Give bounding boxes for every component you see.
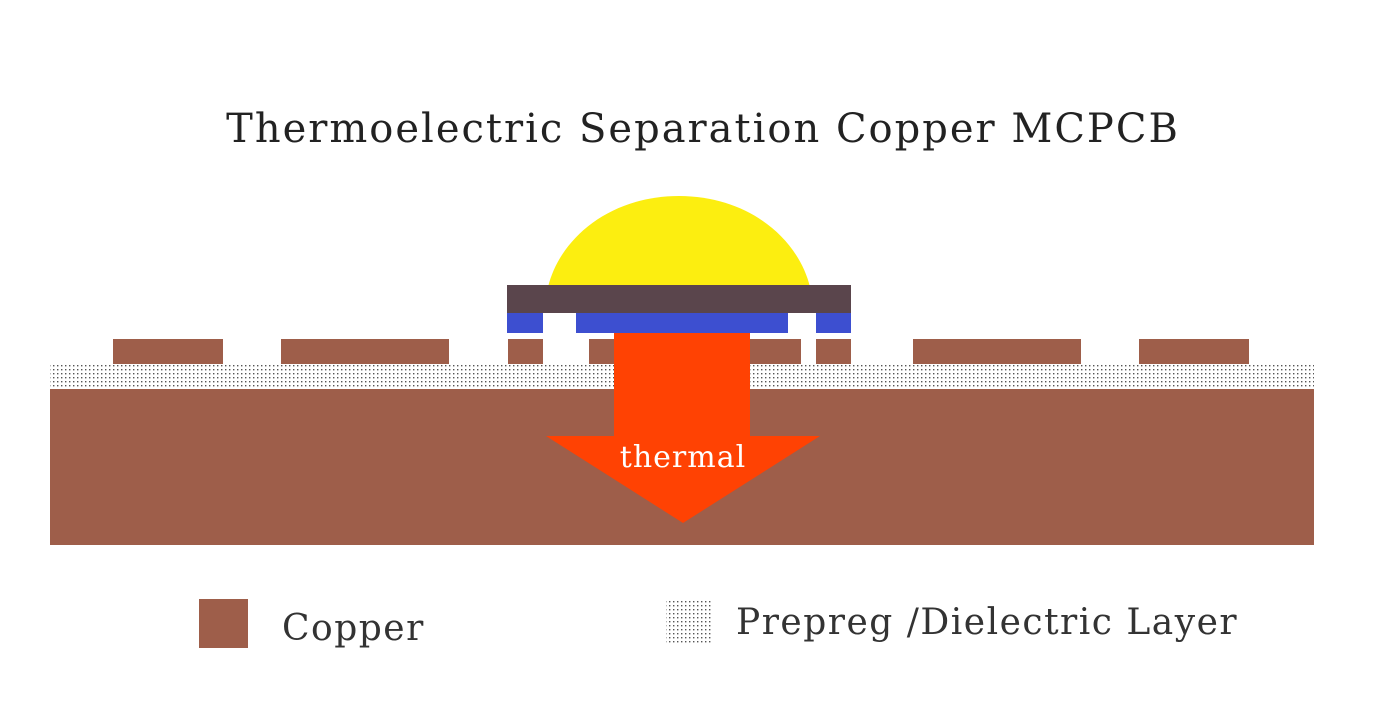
left-electrode-pad xyxy=(507,313,543,333)
copper-trace xyxy=(281,339,449,364)
legend-dielectric-swatch xyxy=(666,599,712,645)
led-package xyxy=(507,285,851,313)
copper-trace xyxy=(816,339,851,364)
copper-trace xyxy=(1139,339,1249,364)
thermal-pad xyxy=(576,313,788,333)
legend-copper-label: Copper xyxy=(282,608,425,649)
copper-trace xyxy=(113,339,223,364)
legend-dielectric-label: Prepreg /Dielectric Layer xyxy=(736,602,1238,643)
copper-trace xyxy=(913,339,1081,364)
legend-copper-swatch xyxy=(199,599,248,648)
led-dome xyxy=(548,196,810,287)
right-electrode-pad xyxy=(816,313,851,333)
thermal-arrow-label: thermal xyxy=(620,440,746,475)
copper-trace xyxy=(508,339,543,364)
thermal-arrow xyxy=(546,333,820,523)
diagram-title: Thermoelectric Separation Copper MCPCB xyxy=(226,106,1180,152)
